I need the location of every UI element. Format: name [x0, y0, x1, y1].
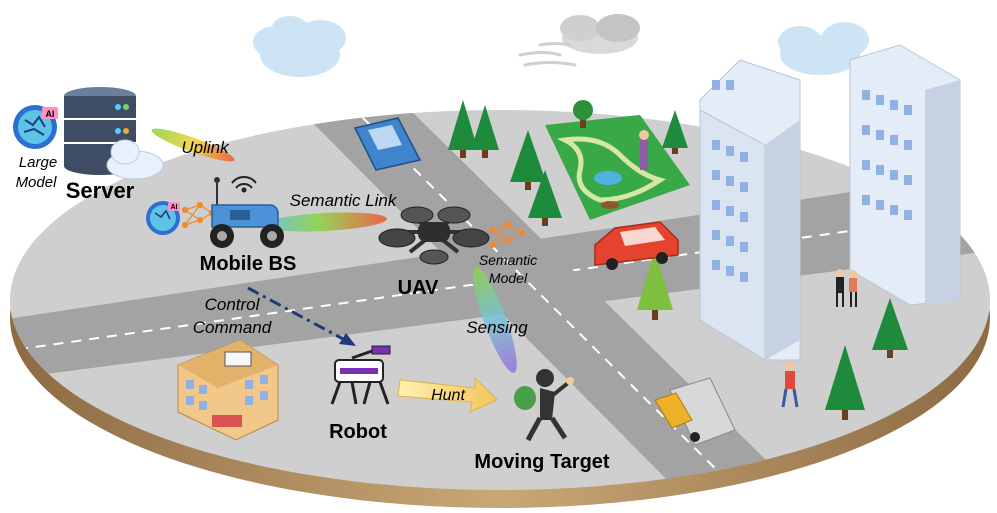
server-label: Server — [66, 178, 135, 203]
office-building-icon — [177, 339, 279, 441]
ai-badge-text: AI — [171, 204, 178, 211]
robot-dog-icon — [330, 345, 391, 405]
uplink-beam — [151, 128, 235, 162]
road-horizontal-dashes — [10, 209, 990, 353]
tree-icon — [825, 345, 865, 420]
park-icon — [545, 100, 690, 220]
tree-icon — [872, 298, 908, 358]
uav-label: UAV — [398, 277, 439, 299]
control-command-label-line2: Command — [193, 318, 272, 337]
cloud-icon — [518, 14, 640, 67]
pedestrian-icon — [781, 361, 799, 408]
hunt-label: Hunt — [431, 387, 465, 404]
semantic-model-label-line1: Semantic — [479, 252, 537, 268]
blue-car-icon — [353, 117, 422, 171]
control-command-label-line1: Control — [205, 295, 261, 314]
uav-drone-icon — [378, 206, 490, 265]
semantic-link-beam — [263, 212, 387, 232]
neural-network-icon — [181, 201, 216, 229]
tree-icon — [448, 100, 499, 158]
pedestrians-pair-icon — [836, 269, 857, 307]
semantic-model-label-line2: Model — [489, 270, 528, 286]
server-icon — [64, 87, 164, 180]
sensing-label: Sensing — [466, 318, 528, 337]
ai-brain-icon: AI — [13, 105, 58, 149]
tree-icon — [637, 250, 673, 320]
large-model-label-line2: Model — [16, 174, 58, 191]
mobile-bs-label: Mobile BS — [200, 253, 297, 275]
skyscraper-icon — [699, 59, 801, 361]
robot-label: Robot — [329, 421, 387, 443]
moving-target-thief-icon — [514, 369, 574, 442]
tree-icon — [662, 110, 688, 154]
red-car-icon — [594, 221, 679, 270]
large-model-label-line1: Large — [19, 154, 57, 171]
control-command-arrow — [247, 286, 346, 342]
ai-badge-text: AI — [46, 109, 55, 119]
ai-brain-icon: AI — [146, 201, 180, 235]
skyscraper-icon — [849, 44, 961, 306]
semantic-link-label: Semantic Link — [290, 191, 398, 210]
control-command-arrowhead — [339, 333, 356, 346]
cloud-icon — [778, 22, 869, 75]
mobile-bs-icon — [210, 176, 284, 248]
moving-target-label: Moving Target — [474, 451, 610, 473]
hunt-arrow — [397, 376, 498, 413]
cloud-icon — [253, 16, 346, 77]
neural-network-icon — [488, 221, 526, 249]
tree-icon — [510, 130, 546, 190]
uplink-label: Uplink — [181, 138, 230, 157]
truck-icon — [654, 377, 736, 446]
tree-icon — [528, 170, 562, 226]
road-diagonal-dashes — [349, 110, 761, 490]
sensing-beam — [473, 267, 517, 373]
